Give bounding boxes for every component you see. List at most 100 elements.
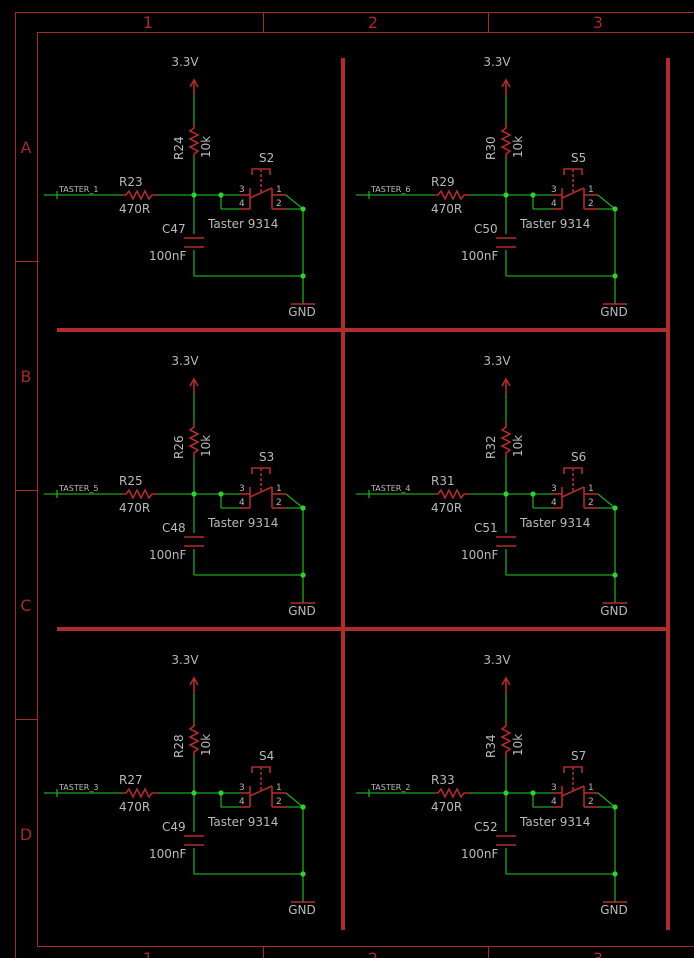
- junction-dot: [218, 192, 224, 198]
- net-label: TASTER_1: [58, 185, 98, 194]
- pullup-resistor-name: R24: [172, 136, 186, 160]
- switch-pin-1: 1: [276, 185, 282, 195]
- ground-label: GND: [288, 903, 316, 917]
- filter-capacitor: C50 100nF: [461, 222, 516, 263]
- wire: [597, 194, 616, 210]
- pullup-resistor-name: R34: [484, 734, 498, 758]
- series-resistor-name: R25: [119, 474, 143, 488]
- pullup-resistor: R28 10k: [172, 722, 213, 758]
- series-resistor-name: R23: [119, 175, 143, 189]
- series-resistor-name: R27: [119, 773, 143, 787]
- input-net: TASTER_2: [356, 783, 434, 797]
- series-resistor-name: R31: [431, 474, 455, 488]
- switch-pin-4: 4: [551, 797, 557, 807]
- supply-label: 3.3V: [171, 354, 199, 368]
- frame-row-labels: A B C D: [20, 138, 32, 844]
- switch-pin-2: 2: [276, 498, 282, 508]
- junction-dot: [300, 572, 306, 578]
- supply-label: 3.3V: [483, 653, 511, 667]
- pushbutton-switch: S3 3 1 4 2 Taster 9314: [207, 450, 286, 530]
- switch-pin-3: 3: [239, 484, 245, 494]
- button-circuit: 3.3V R32 10k TASTER_4 R31 470R: [356, 354, 628, 618]
- junction-dot: [612, 206, 618, 212]
- switch-pin-4: 4: [239, 797, 245, 807]
- switch-pin-4: 4: [551, 498, 557, 508]
- pushbutton-switch: S4 3 1 4 2 Taster 9314: [207, 749, 286, 829]
- capacitor-value: 100nF: [461, 847, 499, 861]
- button-circuit: 3.3V R28 10k TASTER_3 R27 470R: [44, 653, 316, 917]
- junction-dot: [191, 192, 197, 198]
- switch-pin-1: 1: [588, 783, 594, 793]
- frame-row-label: D: [20, 825, 32, 844]
- series-resistor-value: 470R: [119, 800, 150, 814]
- wire: [597, 493, 616, 509]
- junction-dot: [612, 505, 618, 511]
- button-circuit: 3.3V R26 10k TASTER_5 R25 470R: [44, 354, 316, 618]
- frame-col-label-bottom: 1: [143, 949, 153, 958]
- capacitor-name: C51: [474, 521, 498, 535]
- switch-pin-1: 1: [588, 185, 594, 195]
- ground-label: GND: [288, 604, 316, 618]
- pullup-resistor-name: R30: [484, 136, 498, 160]
- ground-symbol: GND: [288, 901, 316, 917]
- junction-dot: [612, 273, 618, 279]
- pullup-resistor: R32 10k: [484, 423, 525, 459]
- pushbutton-switch: S5 3 1 4 2 Taster 9314: [519, 151, 598, 231]
- junction-dot: [612, 871, 618, 877]
- switch-value: Taster 9314: [207, 217, 278, 231]
- series-resistor: R33 470R: [431, 773, 470, 814]
- junction-dot: [530, 491, 536, 497]
- switch-pin-4: 4: [551, 199, 557, 209]
- pullup-resistor-name: R26: [172, 435, 186, 459]
- ground-symbol: GND: [600, 602, 628, 618]
- frame-col-label: 3: [593, 13, 603, 32]
- supply-label: 3.3V: [171, 653, 199, 667]
- capacitor-value: 100nF: [461, 249, 499, 263]
- switch-name: S4: [259, 749, 274, 763]
- pushbutton-switch: S7 3 1 4 2 Taster 9314: [519, 749, 598, 829]
- ground-label: GND: [288, 305, 316, 319]
- pullup-resistor: R30 10k: [484, 124, 525, 160]
- net-label: TASTER_2: [370, 783, 410, 792]
- button-circuit: 3.3V R34 10k TASTER_2 R33 470R: [356, 653, 628, 917]
- series-resistor-value: 470R: [431, 800, 462, 814]
- ground-symbol: GND: [600, 901, 628, 917]
- filter-capacitor: C51 100nF: [461, 521, 516, 562]
- supply-symbol: 3.3V: [483, 55, 511, 95]
- switch-name: S3: [259, 450, 274, 464]
- supply-symbol: 3.3V: [483, 354, 511, 394]
- capacitor-value: 100nF: [149, 847, 187, 861]
- capacitor-name: C49: [162, 820, 186, 834]
- switch-pin-2: 2: [588, 498, 594, 508]
- switch-pin-3: 3: [551, 185, 557, 195]
- ground-symbol: GND: [288, 303, 316, 319]
- supply-symbol: 3.3V: [171, 354, 199, 394]
- supply-symbol: 3.3V: [171, 55, 199, 95]
- series-resistor: R25 470R: [119, 474, 158, 515]
- input-net: TASTER_5: [44, 484, 122, 498]
- pullup-resistor-value: 10k: [511, 734, 525, 756]
- junction-dot: [300, 871, 306, 877]
- frame-row-label: B: [21, 367, 32, 386]
- capacitor-name: C47: [162, 222, 186, 236]
- wire: [285, 792, 304, 808]
- pullup-resistor-name: R28: [172, 734, 186, 758]
- ground-label: GND: [600, 903, 628, 917]
- junction-dot: [530, 192, 536, 198]
- junction-dot: [300, 804, 306, 810]
- frame-row-label: A: [21, 138, 32, 157]
- switch-name: S6: [571, 450, 586, 464]
- supply-symbol: 3.3V: [171, 653, 199, 693]
- junction-dot: [300, 273, 306, 279]
- junction-dot: [300, 505, 306, 511]
- switch-pin-3: 3: [239, 185, 245, 195]
- frame-col-label: 1: [143, 13, 153, 32]
- junction-dot: [503, 790, 509, 796]
- wire: [285, 493, 304, 509]
- series-resistor: R31 470R: [431, 474, 470, 515]
- input-net: TASTER_1: [44, 185, 122, 199]
- series-resistor-name: R33: [431, 773, 455, 787]
- frame-col-label-bottom: 3: [593, 949, 603, 958]
- input-net: TASTER_4: [356, 484, 434, 498]
